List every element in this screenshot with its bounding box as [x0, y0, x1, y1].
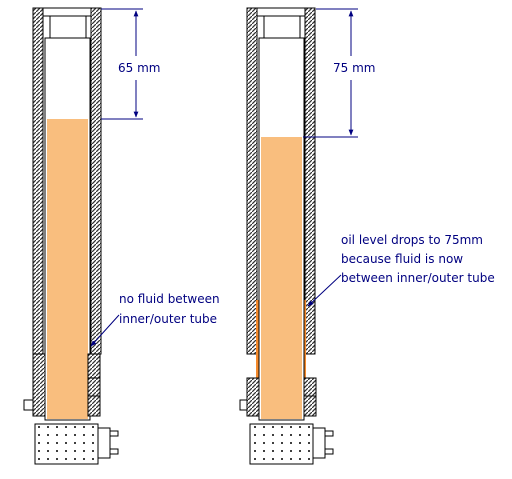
left-outer-tube-left-wall [32, 7, 44, 355]
right-cap-nut [263, 15, 301, 39]
right-seal-clip [239, 399, 248, 411]
left-fork: 65 mm no fluid between inner/outer tube [23, 7, 220, 465]
right-seal-left [246, 377, 260, 417]
left-annotation-line-2: inner/outer tube [119, 312, 217, 326]
left-top-cap [42, 7, 92, 17]
right-annotation-line-1: oil level drops to 75mm [341, 233, 483, 247]
right-fork: 75 mm oil level drops to 75mm because fl… [239, 7, 495, 465]
right-oil-fill [261, 137, 302, 419]
right-annotation-arrow [307, 274, 342, 307]
right-top-cap [256, 7, 306, 17]
left-outer-tube-right-wall [90, 7, 102, 355]
right-axle-bolt [324, 448, 334, 455]
right-axle-bracket [312, 427, 326, 459]
left-seal-clip [23, 399, 34, 411]
right-dimension-label: 75 mm [333, 61, 375, 75]
left-annotation-arrow [90, 314, 120, 347]
left-seal-left [32, 353, 46, 417]
left-dimension-label: 65 mm [118, 61, 160, 75]
left-axle-lug [34, 423, 99, 465]
left-axle-bolt [109, 448, 119, 455]
right-annotation-line-2: because fluid is now [341, 252, 463, 266]
left-seal-right [87, 353, 101, 417]
left-axle-bracket [97, 427, 111, 459]
left-cap-nut [49, 15, 87, 39]
right-annotation-line-3: between inner/outer tube [341, 271, 495, 285]
right-outer-tube-right-wall [304, 7, 316, 355]
left-axle-bolt [109, 430, 119, 437]
right-outer-tube-left-wall [246, 7, 258, 355]
left-oil-fill [47, 119, 88, 419]
right-axle-lug [249, 423, 314, 465]
right-seal-right [303, 377, 317, 417]
right-axle-bolt [324, 430, 334, 437]
left-annotation-line-1: no fluid between [119, 292, 220, 306]
